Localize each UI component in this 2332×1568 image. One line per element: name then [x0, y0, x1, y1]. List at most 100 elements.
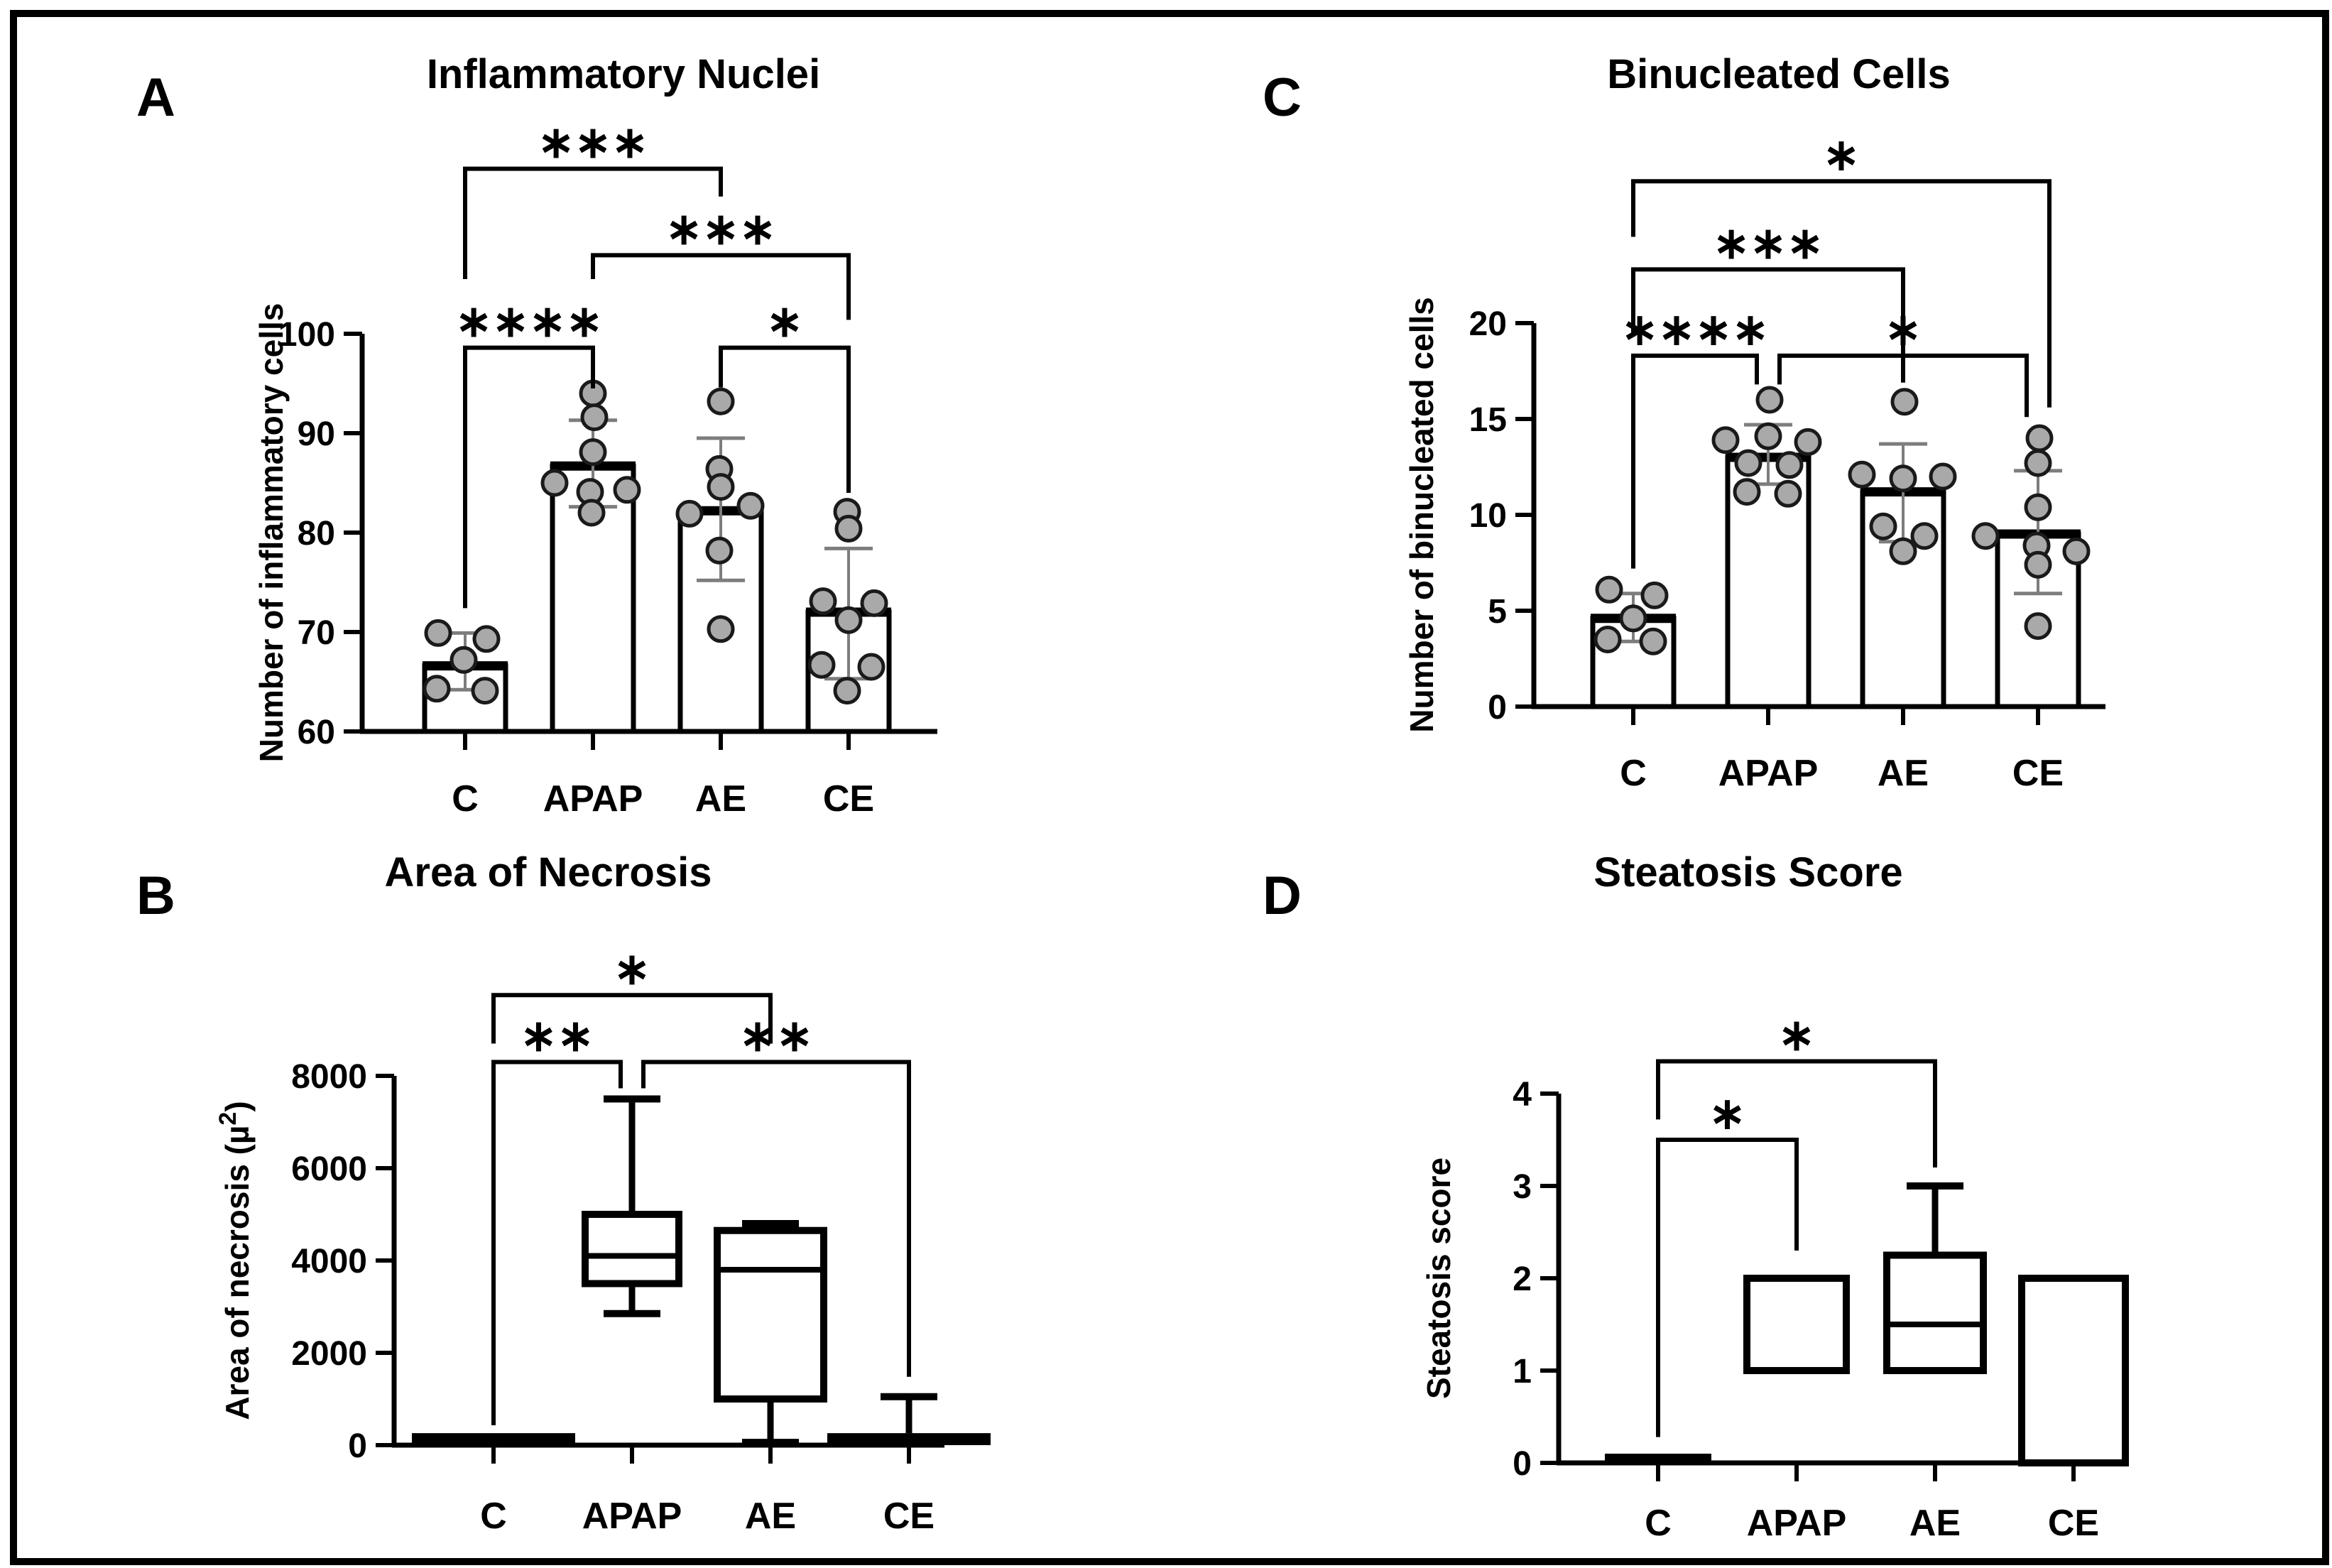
panel-c-y-tick-label: 10 — [1469, 497, 1507, 535]
panel-c-data-point-CE — [1971, 522, 2000, 550]
panel-d-y-tick-label: 0 — [1513, 1445, 1532, 1483]
panel-a-data-point-CE — [833, 677, 861, 705]
panel-c-x-label-APAP: APAP — [1718, 753, 1819, 794]
panel-c-y-tick-label: 20 — [1469, 305, 1507, 343]
panel-a-y-tick-label: 80 — [298, 515, 335, 552]
panel-c-data-point-C — [1595, 575, 1623, 604]
panel-d-flat-box-C — [1605, 1454, 1711, 1463]
panel-a-data-point-APAP — [577, 499, 606, 527]
panel-a-data-point-CE — [807, 650, 836, 679]
panel-c-data-point-C — [1593, 626, 1622, 653]
panel-b-sig-bracket-1 — [491, 1060, 623, 1426]
panel-c-data-point-APAP — [1755, 386, 1784, 414]
panel-d-sig-bracket-0 — [1656, 1059, 1937, 1167]
panel-c-data-point-AE — [1910, 522, 1939, 550]
panel-c-data-point-AE — [1889, 537, 1917, 565]
panel-b-sig-bracket-0 — [491, 993, 773, 1044]
panel-c-data-point-CE — [2024, 493, 2052, 521]
panel-d-y-tick-label: 1 — [1513, 1353, 1532, 1390]
panel-b-sig-label-1: ∗∗ — [521, 1012, 594, 1061]
panel-b-box-AE — [714, 1226, 827, 1403]
panel-c-data-point-CE — [2024, 550, 2052, 579]
panel-a-data-point-CE — [834, 606, 863, 634]
panel-b-sig-bracket-2 — [641, 1060, 911, 1377]
panel-d-title: Steatosis Score — [1593, 849, 1903, 895]
panel-d-y-axis-title: Steatosis score — [1420, 1158, 1457, 1399]
panel-a-data-point-APAP — [540, 469, 569, 497]
panel-b-y-tick-label: 4000 — [291, 1243, 367, 1280]
panel-b-sig-label-0: ∗ — [614, 944, 650, 993]
panel-c-letter: C — [1263, 67, 1302, 128]
panel-b-y-tick-label: 0 — [348, 1427, 367, 1465]
panel-c-y-tick-label: 5 — [1488, 593, 1507, 631]
panel-c-sig-label-2: ∗∗∗∗ — [1621, 305, 1769, 354]
panel-d-sig-bracket-1 — [1656, 1138, 1799, 1437]
panel-c-data-point-APAP — [1733, 478, 1761, 506]
panel-c-sig-bracket-2 — [1631, 353, 1759, 569]
panel-c-title: Binucleated Cells — [1607, 51, 1951, 97]
panel-b-title: Area of Necrosis — [384, 849, 712, 895]
panel-c-data-point-CE — [2025, 424, 2054, 452]
panel-a-data-point-CE — [857, 653, 886, 681]
panel-d-letter: D — [1263, 866, 1302, 926]
panel-c-data-point-C — [1640, 581, 1669, 609]
panel-a-data-point-CE — [834, 514, 863, 543]
panel-b-y-tick-label: 6000 — [291, 1150, 367, 1188]
panel-c-data-point-CE — [2062, 537, 2091, 565]
panel-d-x-label-C: C — [1645, 1503, 1672, 1544]
panel-c-data-point-C — [1639, 627, 1667, 655]
panel-b-y-tick-label: 8000 — [291, 1058, 367, 1096]
panel-b-y-tick-label: 2000 — [291, 1335, 367, 1373]
panel-c-data-point-AE — [1869, 512, 1897, 540]
panel-a-y-tick-label: 60 — [298, 714, 335, 751]
panel-c-x-label-AE: AE — [1878, 753, 1929, 794]
panel-a-letter: A — [136, 67, 175, 128]
panel-d-box-CE — [2018, 1275, 2129, 1466]
panel-a-data-point-C — [449, 646, 478, 674]
panel-c-data-point-AE — [1848, 460, 1876, 489]
panel-c-sig-label-0: ∗ — [1823, 131, 1860, 180]
panel-a-data-point-CE — [809, 587, 837, 616]
panel-a-sig-bracket-2 — [463, 345, 595, 609]
panel-d-sig-label-0: ∗ — [1778, 1011, 1815, 1060]
panel-b-flat-box-C — [412, 1433, 575, 1445]
panel-a-data-point-APAP — [580, 403, 609, 432]
panel-d-y-tick-label: 3 — [1513, 1168, 1532, 1206]
panel-b-x-label-APAP: APAP — [582, 1496, 682, 1537]
panel-d-x-label-AE: AE — [1909, 1503, 1961, 1544]
panel-b-x-label-C: C — [480, 1496, 507, 1537]
panel-c-y-tick-label: 0 — [1488, 689, 1507, 726]
panel-c-data-point-APAP — [1794, 428, 1822, 456]
panel-a-data-point-APAP — [579, 438, 607, 467]
panel-c-data-point-APAP — [1774, 479, 1802, 508]
panel-a-y-tick-label: 100 — [278, 316, 335, 354]
panel-c-x-label-C: C — [1620, 753, 1647, 794]
panel-d-y-tick-label: 2 — [1513, 1261, 1532, 1298]
panel-b-letter: B — [136, 866, 175, 926]
panel-c-data-point-AE — [1890, 388, 1919, 416]
panel-c-data-point-APAP — [1754, 422, 1782, 450]
panel-c-y-tick-label: 15 — [1469, 401, 1507, 439]
panel-b-flat-box-CE — [827, 1433, 991, 1445]
panel-a-sig-label-1: ∗∗∗ — [665, 205, 776, 254]
panel-a-y-tick-label: 70 — [298, 614, 335, 652]
panel-c-y-axis-title: Number of binucleated cells — [1403, 297, 1440, 732]
panel-c-data-point-AE — [1929, 462, 1957, 491]
panel-d-box-APAP — [1743, 1275, 1850, 1374]
panel-d-box-AE — [1883, 1251, 1987, 1374]
panel-c-data-point-APAP — [1775, 451, 1804, 479]
panel-c-x-label-CE: CE — [2012, 753, 2064, 794]
panel-d-x-label-CE: CE — [2048, 1503, 2099, 1544]
panel-a-y-axis-title: Number of inflammatory cells — [253, 303, 290, 763]
panel-d-sig-label-1: ∗ — [1709, 1089, 1746, 1138]
panel-b-x-label-AE: AE — [745, 1496, 796, 1537]
panel-c-data-point-CE — [2024, 612, 2052, 641]
panel-c-sig-bracket-1 — [1631, 267, 1905, 383]
panel-a-x-label-C: C — [452, 778, 479, 820]
panel-b-sig-label-2: ∗∗ — [739, 1012, 813, 1061]
panel-b-box-APAP — [582, 1211, 682, 1287]
panel-a-data-point-CE — [860, 589, 888, 617]
panel-a-data-point-AE — [707, 387, 735, 415]
panel-a-x-label-CE: CE — [823, 778, 874, 820]
